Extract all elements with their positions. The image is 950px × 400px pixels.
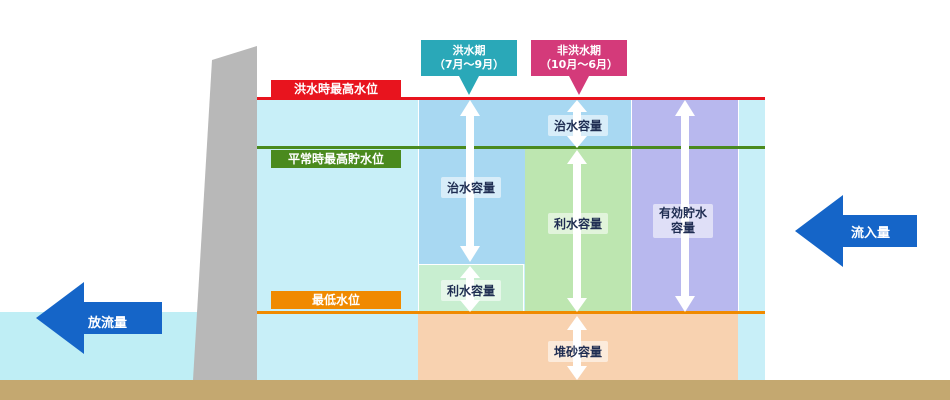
flood-max-line [257, 97, 765, 100]
label-utility-flood: 利水容量 [441, 280, 502, 301]
label-utility-nonflood: 利水容量 [548, 213, 609, 234]
ground [0, 380, 950, 400]
nonflood-period-tag-shape [531, 40, 627, 95]
inflow-label: 流入量 [851, 226, 891, 241]
flood-period-tag-shape [421, 40, 517, 95]
label-effective-storage: 有効貯水 容量 [653, 204, 714, 238]
outflow-label: 放流量 [88, 316, 128, 331]
inflow-arrow-icon [795, 195, 917, 267]
min-line [257, 311, 765, 314]
flood-period-range: （7月～9月） [433, 58, 505, 71]
normal-max-line [257, 146, 765, 149]
nonflood-period-tag: 非洪水期 （10月～6月） [531, 40, 627, 95]
min-level-label: 最低水位 [271, 291, 401, 309]
label-sediment: 堆砂容量 [548, 341, 609, 362]
flood-period-tag: 洪水期 （7月～9月） [421, 40, 517, 95]
flood-max-label: 洪水時最高水位 [271, 80, 401, 98]
outflow-arrow-icon [36, 282, 162, 354]
flood-period-name: 洪水期 [452, 44, 486, 57]
label-flood-control-flood: 治水容量 [441, 177, 502, 198]
nonflood-period-name: 非洪水期 [557, 44, 601, 57]
nonflood-period-range: （10月～6月） [540, 58, 618, 71]
label-effective-line1: 有効貯水 [659, 206, 708, 220]
dam-body [193, 46, 257, 380]
label-flood-control-nonflood: 治水容量 [548, 115, 609, 136]
label-effective-line2: 容量 [671, 221, 696, 235]
normal-max-label: 平常時最高貯水位 [271, 150, 401, 168]
